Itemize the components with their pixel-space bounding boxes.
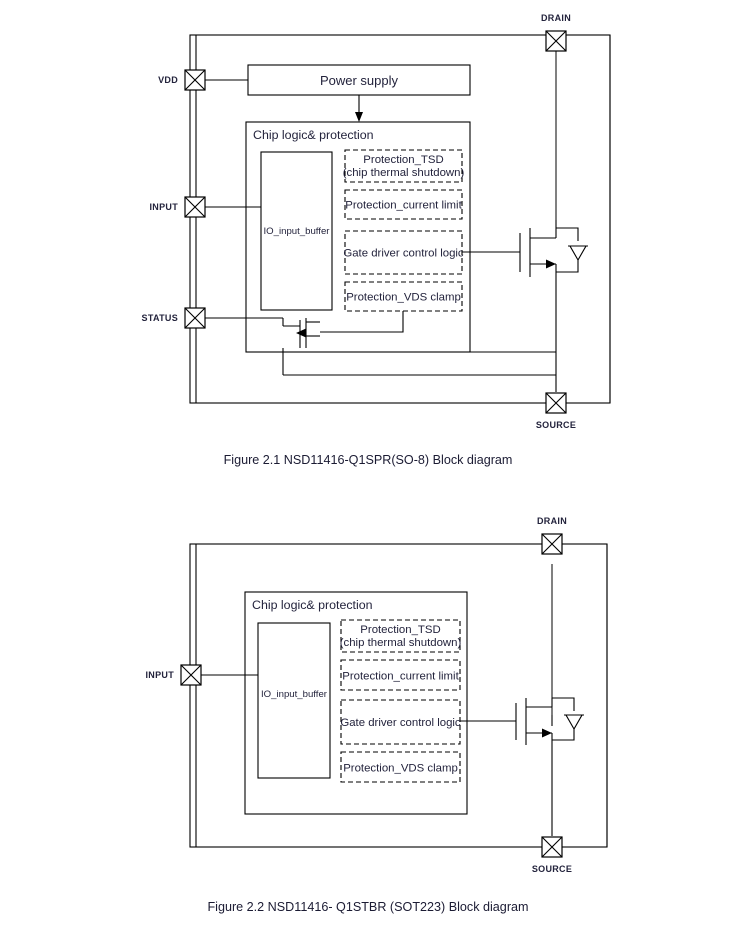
figure-2-block-diagram: Chip logic& protection IO_input_buffer P…	[0, 480, 736, 930]
block-gate-driver-label: Gate driver control logic	[340, 717, 461, 729]
pin-input-label: INPUT	[150, 202, 179, 212]
figure-1-caption: Figure 2.1 NSD11416-Q1SPR(SO-8) Block di…	[224, 453, 513, 467]
block-protection-vds-clamp-label: Protection_VDS clamp	[346, 292, 461, 304]
wire-body-diode-top	[552, 697, 575, 711]
block-protection-vds-clamp	[344, 281, 463, 312]
block-protection-tsd	[344, 149, 463, 183]
block-protection-vds-clamp	[340, 751, 461, 783]
pin-status-cross	[184, 307, 206, 329]
block-protection-tsd-label-line2: (chip thermal shutdown)	[340, 637, 462, 649]
block-chip-logic-label: Chip logic& protection	[253, 128, 374, 142]
pin-source-label: SOURCE	[532, 864, 572, 874]
pin-drain-cross	[541, 533, 563, 555]
block-io-input-buffer-label: IO_input_buffer	[261, 689, 328, 700]
pin-source[interactable]: SOURCE	[536, 392, 576, 430]
pin-drain-label: DRAIN	[537, 516, 567, 526]
pin-status-label: STATUS	[142, 313, 178, 323]
pin-input[interactable]: INPUT	[150, 196, 206, 218]
figure-2-svg: Chip logic& protection IO_input_buffer P…	[146, 516, 608, 914]
block-protection-current-limit-label: Protection_current limit	[345, 200, 462, 212]
wire-body-diode-top	[556, 227, 579, 241]
pin-input-cross	[184, 196, 206, 218]
pin-input-label: INPUT	[146, 670, 175, 680]
block-gate-driver-label: Gate driver control logic	[343, 248, 464, 260]
block-protection-current-limit	[340, 659, 461, 691]
arrow-power-supply-down	[355, 112, 363, 122]
block-protection-current-limit	[344, 189, 463, 220]
wire-vds-clamp-to-status-mosfet	[320, 311, 404, 333]
block-io-input-buffer	[260, 151, 333, 311]
block-gate-driver	[340, 699, 461, 745]
pin-source-cross	[545, 392, 567, 414]
pin-source-label: SOURCE	[536, 420, 576, 430]
pin-status[interactable]: STATUS	[142, 307, 206, 329]
block-gate-driver	[344, 230, 463, 275]
block-chip-logic-label: Chip logic& protection	[252, 598, 373, 612]
pin-drain[interactable]: DRAIN	[541, 13, 571, 52]
status-mosfet-arrow	[296, 328, 306, 338]
block-protection-current-limit-label: Protection_current limit	[342, 671, 459, 683]
block-io-input-buffer-label: IO_input_buffer	[264, 226, 331, 237]
pin-vdd-label: VDD	[158, 75, 178, 85]
wire-body-diode-bottom	[552, 729, 575, 741]
figure-2-caption: Figure 2.2 NSD11416- Q1STBR (SOT223) Blo…	[207, 900, 528, 914]
pin-drain-cross	[545, 30, 567, 52]
block-protection-tsd-label-line2: (chip thermal shutdown)	[343, 167, 465, 179]
block-io-input-buffer	[257, 622, 331, 779]
block-protection-tsd-label-line1: Protection_TSD	[360, 624, 440, 636]
pin-vdd-cross	[184, 69, 206, 91]
pin-input-cross	[180, 664, 202, 686]
pin-source-cross	[541, 836, 563, 858]
block-protection-vds-clamp-label: Protection_VDS clamp	[343, 763, 458, 775]
figure-1-svg: Power supply Chip logic& protection IO_i…	[142, 13, 611, 467]
figure-1-block-diagram: Power supply Chip logic& protection IO_i…	[142, 13, 611, 467]
mosfet-source-arrow	[546, 259, 556, 269]
wire-body-diode-bottom	[556, 260, 579, 273]
block-protection-tsd	[340, 619, 461, 653]
pin-drain[interactable]: DRAIN	[537, 516, 567, 555]
block-power-supply-label: Power supply	[320, 73, 399, 88]
pin-input[interactable]: INPUT	[146, 664, 202, 686]
pin-source[interactable]: SOURCE	[532, 836, 572, 874]
block-protection-tsd-label-line1: Protection_TSD	[363, 154, 443, 166]
pin-vdd[interactable]: VDD	[158, 69, 206, 91]
mosfet-source-arrow	[542, 728, 552, 738]
pin-drain-label: DRAIN	[541, 13, 571, 23]
